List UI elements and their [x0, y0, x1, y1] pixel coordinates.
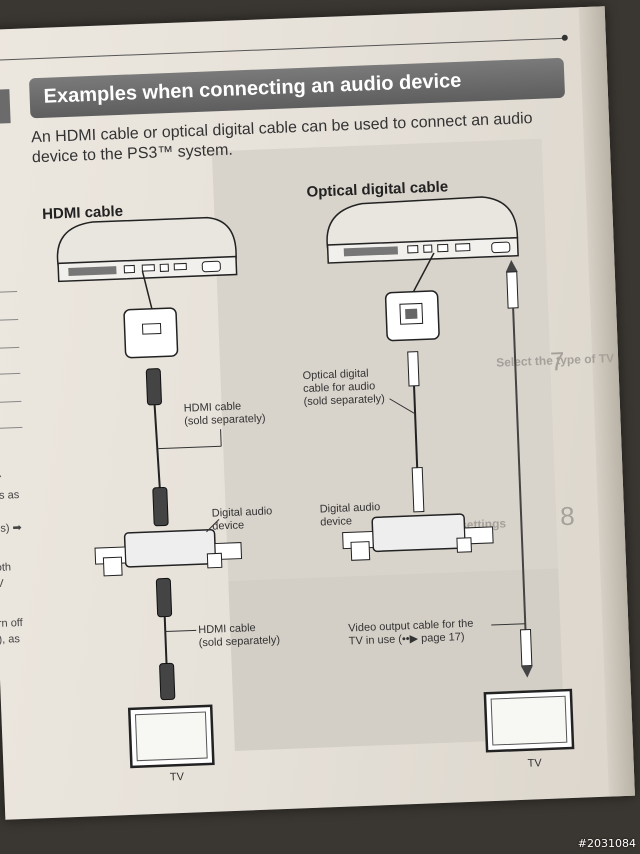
tv-optical-icon — [483, 688, 575, 753]
ps3-console-icon — [56, 216, 238, 309]
digital-audio-device-icon — [94, 519, 243, 577]
hdmi-cable-label: HDMI cable (sold separately) — [183, 400, 266, 428]
hdmi-cable-2-label: HDMI cable (sold separately) — [198, 622, 281, 650]
image-watermark: #2031084 — [577, 837, 636, 850]
hdmi-cable-icon — [145, 368, 222, 527]
connection-diagram — [56, 196, 575, 769]
video-output-cable-icon — [491, 259, 533, 678]
manual-page: 7 Select the type of TV 8 Confirm the se… — [0, 6, 635, 820]
hdmi-cable-2-icon — [155, 577, 197, 701]
optical-device-label: Digital audio device — [319, 501, 381, 529]
optical-cable-label: Optical digital cable for audio (sold se… — [302, 367, 386, 409]
tv-icon — [127, 704, 215, 769]
hdmi-port-icon — [123, 307, 179, 359]
optical-port-icon — [384, 290, 440, 342]
digital-audio-device-optical-icon — [342, 513, 494, 561]
video-output-label: Video output cable for the TV in use (••… — [348, 617, 474, 648]
ps3-console-optical-icon — [326, 196, 519, 293]
hdmi-device-label: Digital audio device — [211, 505, 273, 533]
optical-tv-label: TV — [527, 757, 542, 770]
optical-cable-icon — [389, 351, 425, 513]
hdmi-tv-label: TV — [169, 770, 185, 784]
